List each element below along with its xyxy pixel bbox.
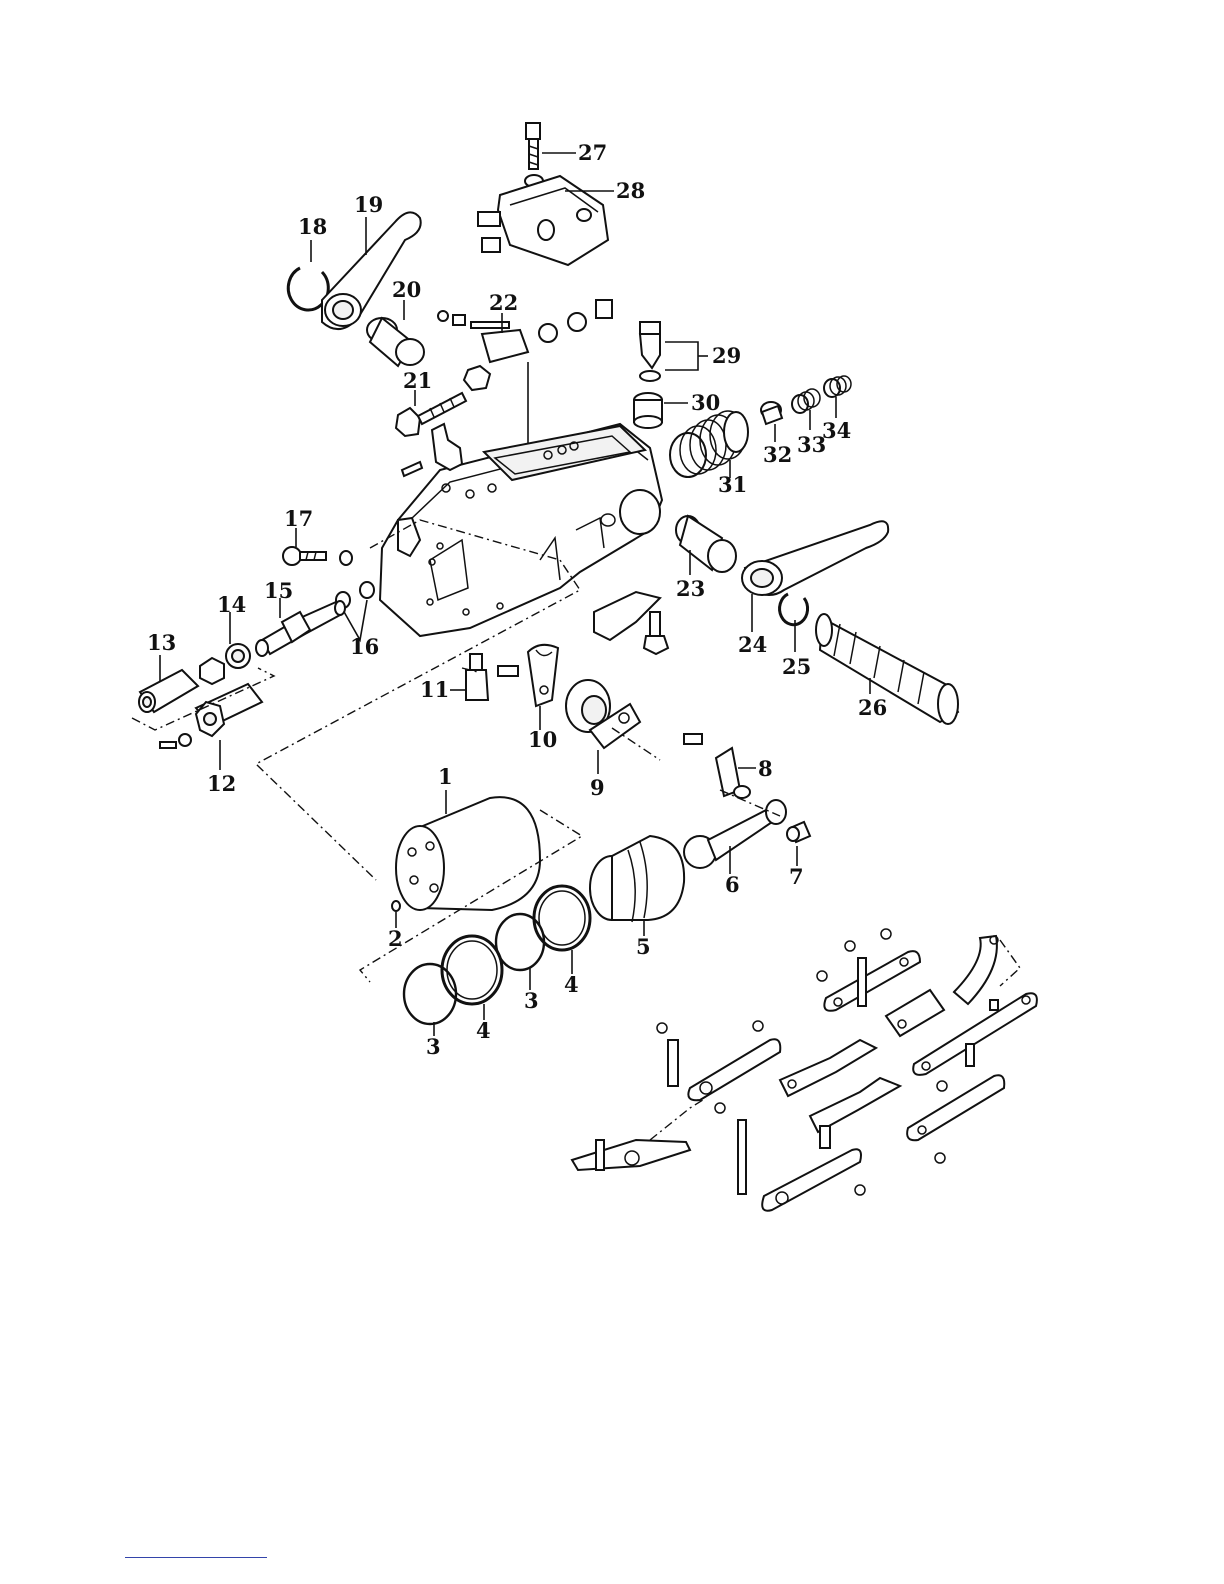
part-11-fitting [450, 654, 518, 700]
part-19-lift-arm [322, 212, 421, 329]
small-bracket [594, 592, 668, 654]
callout-25: 25 [782, 654, 811, 679]
part-28-valve-block [478, 175, 614, 265]
callout-30: 30 [691, 390, 720, 415]
part-5-piston [590, 836, 684, 936]
callout-7: 7 [789, 864, 804, 889]
part-3-ring-lower [404, 964, 456, 1036]
part-10-fork [528, 645, 558, 730]
part-6-rod [684, 800, 786, 874]
linkage-assembly [572, 929, 1037, 1211]
callout-3a: 3 [524, 988, 539, 1013]
callout-15: 15 [264, 578, 293, 603]
callout-32: 32 [763, 442, 792, 467]
callout-24: 24 [738, 632, 767, 657]
part-32-pin [761, 402, 782, 442]
callout-18: 18 [298, 214, 327, 239]
part-33-spring [792, 389, 820, 430]
callout-2: 2 [388, 926, 403, 951]
callout-4a: 4 [564, 972, 579, 997]
part-12-knob [132, 668, 274, 770]
callout-1: 1 [438, 764, 453, 789]
callout-21: 21 [403, 368, 432, 393]
part-1-cylinder [396, 790, 540, 910]
callout-27: 27 [578, 140, 607, 165]
part-23-bushing [676, 516, 736, 575]
part-34-spring [824, 376, 851, 418]
footer-rule [125, 1557, 267, 1558]
part-20-bushing [367, 300, 424, 366]
part-3-ring-upper [496, 914, 544, 990]
part-17-bolt [283, 528, 326, 565]
part-2-o-ring [392, 901, 400, 928]
part-31-spring [670, 411, 748, 478]
part-29-fitting [640, 322, 708, 381]
part-21-bolt [396, 390, 466, 436]
callout-29: 29 [712, 343, 741, 368]
part-14-nut [200, 612, 250, 684]
callout-22: 22 [489, 290, 518, 315]
part-24-lift-arm [742, 521, 888, 632]
callout-16: 16 [350, 634, 379, 659]
callout-12: 12 [207, 771, 236, 796]
part-30-plug [634, 393, 688, 428]
part-13-hex-sleeve [139, 655, 198, 712]
callout-31: 31 [718, 472, 747, 497]
part-7-pin [787, 822, 810, 866]
callout-23: 23 [676, 576, 705, 601]
callout-10: 10 [528, 727, 557, 752]
part-15-shaft [256, 598, 345, 656]
callout-4b: 4 [476, 1018, 491, 1043]
callout-34: 34 [822, 418, 851, 443]
callout-9: 9 [590, 775, 605, 800]
callout-28: 28 [616, 178, 645, 203]
callout-14: 14 [217, 592, 246, 617]
callout-26: 26 [858, 695, 887, 720]
part-25-snap-ring [780, 594, 808, 652]
part-9-cam [566, 680, 640, 774]
callout-8: 8 [758, 756, 773, 781]
callout-20: 20 [392, 277, 421, 302]
part-27-bolt [526, 123, 576, 169]
callout-33: 33 [797, 432, 826, 457]
callout-13: 13 [147, 630, 176, 655]
callout-3b: 3 [426, 1034, 441, 1059]
part-16-washers [336, 551, 374, 640]
callout-5: 5 [636, 934, 651, 959]
callout-19: 19 [354, 192, 383, 217]
callout-11: 11 [420, 677, 449, 702]
callout-6: 6 [725, 872, 740, 897]
callout-17: 17 [284, 506, 313, 531]
part-8-link [684, 734, 756, 798]
part-22-bracket-assembly [438, 300, 612, 448]
